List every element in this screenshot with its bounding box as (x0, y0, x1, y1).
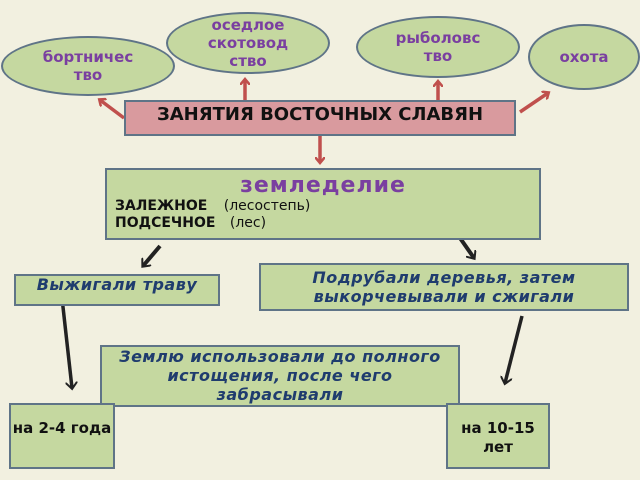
step-exhaust-land: Землю использовали до полного истощения,… (100, 345, 460, 407)
agriculture-box: земледелие ЗАЛЕЖНОЕ (лесостепь) ПОДСЕЧНО… (105, 168, 541, 240)
step-burn-grass: Выжигали траву (14, 274, 220, 306)
duration-long-text: на 10-15 лет (461, 419, 535, 456)
arrow-to-hunting (519, 93, 548, 114)
agriculture-type-slash: ПОДСЕЧНОЕ (лес) (115, 215, 531, 232)
step-cut-trees: Подрубали деревья, затем выкорчевывали и… (259, 263, 629, 311)
step-burn-grass-text: Выжигали траву (36, 275, 198, 294)
arrow-to-long-duration (505, 315, 524, 383)
activity-hunting: охота (528, 24, 640, 90)
step-cut-trees-text: Подрубали деревья, затем выкорчевывали и… (312, 268, 576, 307)
agriculture-type-fallow: ЗАЛЕЖНОЕ (лесостепь) (115, 198, 531, 215)
arrow-to-burn-grass (143, 244, 162, 266)
agriculture-heading: земледелие (240, 173, 406, 198)
activity-hunting-label: охота (559, 48, 609, 66)
diagram-title-text: ЗАНЯТИЯ ВОСТОЧНЫХ СЛАВЯН (156, 104, 484, 125)
arrow-to-short-duration (60, 297, 72, 388)
activity-beekeeping: бортничес тво (1, 36, 175, 96)
fallow-name: ЗАЛЕЖНОЕ (115, 198, 208, 214)
fallow-zone: (лесостепь) (223, 198, 311, 214)
activity-beekeeping-label: бортничес тво (42, 48, 134, 84)
activity-herding-label: оседлое скотовод ство (207, 16, 289, 70)
slash-name: ПОДСЕЧНОЕ (115, 215, 216, 231)
activity-herding: оседлое скотовод ство (166, 12, 330, 74)
arrow-to-beekeeping (100, 100, 126, 120)
activity-fishing: рыболовс тво (356, 16, 520, 78)
slash-zone: (лес) (229, 215, 267, 231)
arrow-to-cut-trees (458, 236, 474, 258)
duration-long: на 10-15 лет (446, 403, 550, 469)
duration-short: на 2-4 года (9, 403, 115, 469)
duration-short-text: на 2-4 года (12, 419, 112, 437)
activity-fishing-label: рыболовс тво (395, 29, 481, 65)
step-exhaust-land-text: Землю использовали до полного истощения,… (119, 347, 441, 405)
diagram-title: ЗАНЯТИЯ ВОСТОЧНЫХ СЛАВЯН (124, 100, 516, 136)
